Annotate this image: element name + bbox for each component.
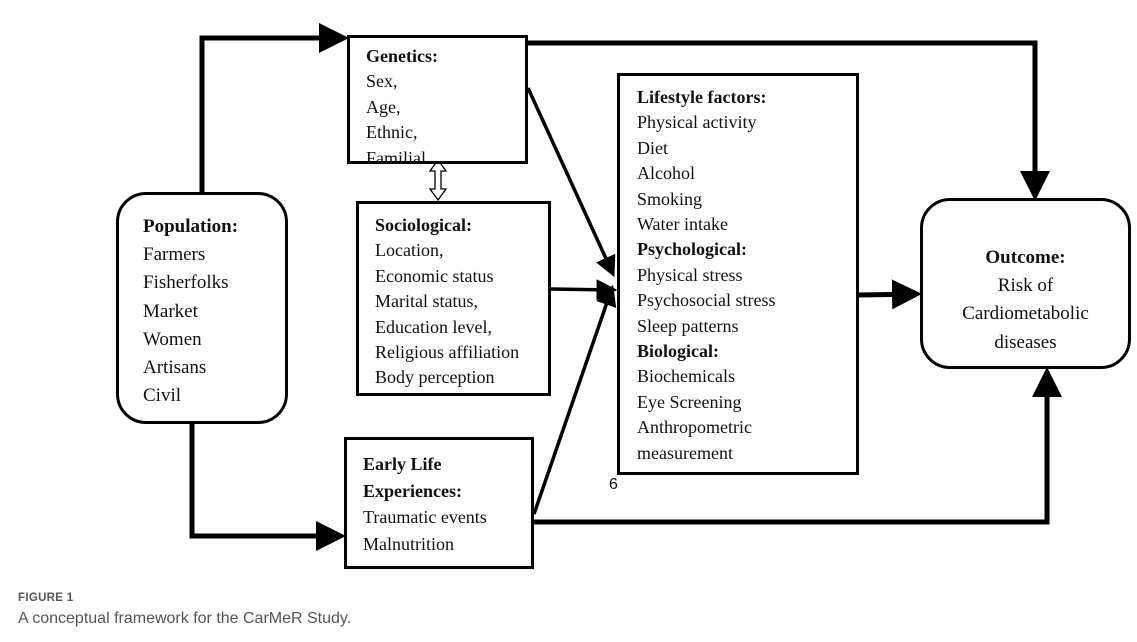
outcome-line: Cardiometabolic [962,303,1089,325]
arrow-early-life-to-outcome [534,367,1062,525]
lifestyle-item: Alcohol [637,163,695,184]
biological-item: Eye Screening [637,391,742,412]
sociological-title: Sociological: [375,215,472,235]
sociological-item: Location, [375,240,444,261]
arrow-lifestyle-to-outcome [858,279,922,310]
biological-item: measurement [637,442,733,463]
outcome-title: Outcome: [985,247,1066,268]
figure-label: FIGURE 1 [18,592,74,604]
lifestyle-item: Smoking [637,188,703,209]
genetics-box: Genetics: Sex, Age, Ethnic, Familial [347,35,528,168]
figure-caption: A conceptual framework for the CarMeR St… [18,610,352,627]
outcome-box: Outcome: Risk of Cardiometabolic disease… [920,198,1131,369]
arrow-genetics-to-lifestyle [526,87,616,278]
outcome-line: diseases [994,331,1057,353]
biological-title: Biological: [637,341,719,362]
psychological-item: Sleep patterns [637,315,739,336]
genetics-title: Genetics: [366,46,438,66]
lifestyle-item: Physical activity [637,112,757,133]
early-life-item: Traumatic events [363,507,487,527]
sociological-item: Religious affiliation [375,342,520,363]
psychological-title: Psychological: [637,239,747,260]
arrow-population-to-early-life [189,424,346,551]
genetics-item: Ethnic, [366,122,418,143]
population-item: Farmers [143,244,206,266]
lifestyle-item: Water intake [637,214,729,235]
arrow-population-to-genetics [199,23,349,192]
arrow-genetics-to-outcome [528,40,1050,201]
biological-item: Biochemicals [637,366,735,387]
early-life-item: Malnutrition [363,533,454,554]
early-life-title: Experiences: [363,480,462,501]
population-item: Market [143,300,198,322]
genetics-item: Sex, [366,71,398,92]
psychological-item: Physical stress [637,264,743,285]
early-life-box: Early Life Experiences: Traumatic events… [344,437,534,569]
early-life-title: Early Life [363,454,442,474]
lifestyle-box: Lifestyle factors: Physical activity Die… [617,73,859,475]
sociological-item: Education level, [375,316,492,337]
sociological-item: Marital status, [375,291,478,312]
arrow-early-life-to-lifestyle [532,284,617,515]
sociological-box: Sociological: Location, Economic status … [356,201,551,396]
lifestyle-item: Diet [637,137,668,158]
double-arrow-genetics-sociological [428,158,448,202]
page-number: 6 [609,476,618,493]
genetics-item: Age, [366,96,401,117]
arrow-sociological-to-lifestyle [550,279,618,301]
sociological-item: Body perception [375,367,495,388]
lifestyle-title: Lifestyle factors: [637,87,767,107]
population-item: Women [143,328,202,350]
population-box: Population: Farmers Fisherfolks Market W… [116,192,288,424]
population-title: Population: [143,216,239,237]
biological-item: Anthropometric [637,417,752,438]
outcome-line: Risk of [997,275,1054,297]
population-item: Civil [143,385,182,407]
sociological-item: Economic status [375,265,494,286]
population-item: Fisherfolks [143,272,229,294]
genetics-item: Familial [366,147,426,168]
psychological-item: Psychosocial stress [637,290,776,311]
population-item: Artisans [143,357,207,379]
